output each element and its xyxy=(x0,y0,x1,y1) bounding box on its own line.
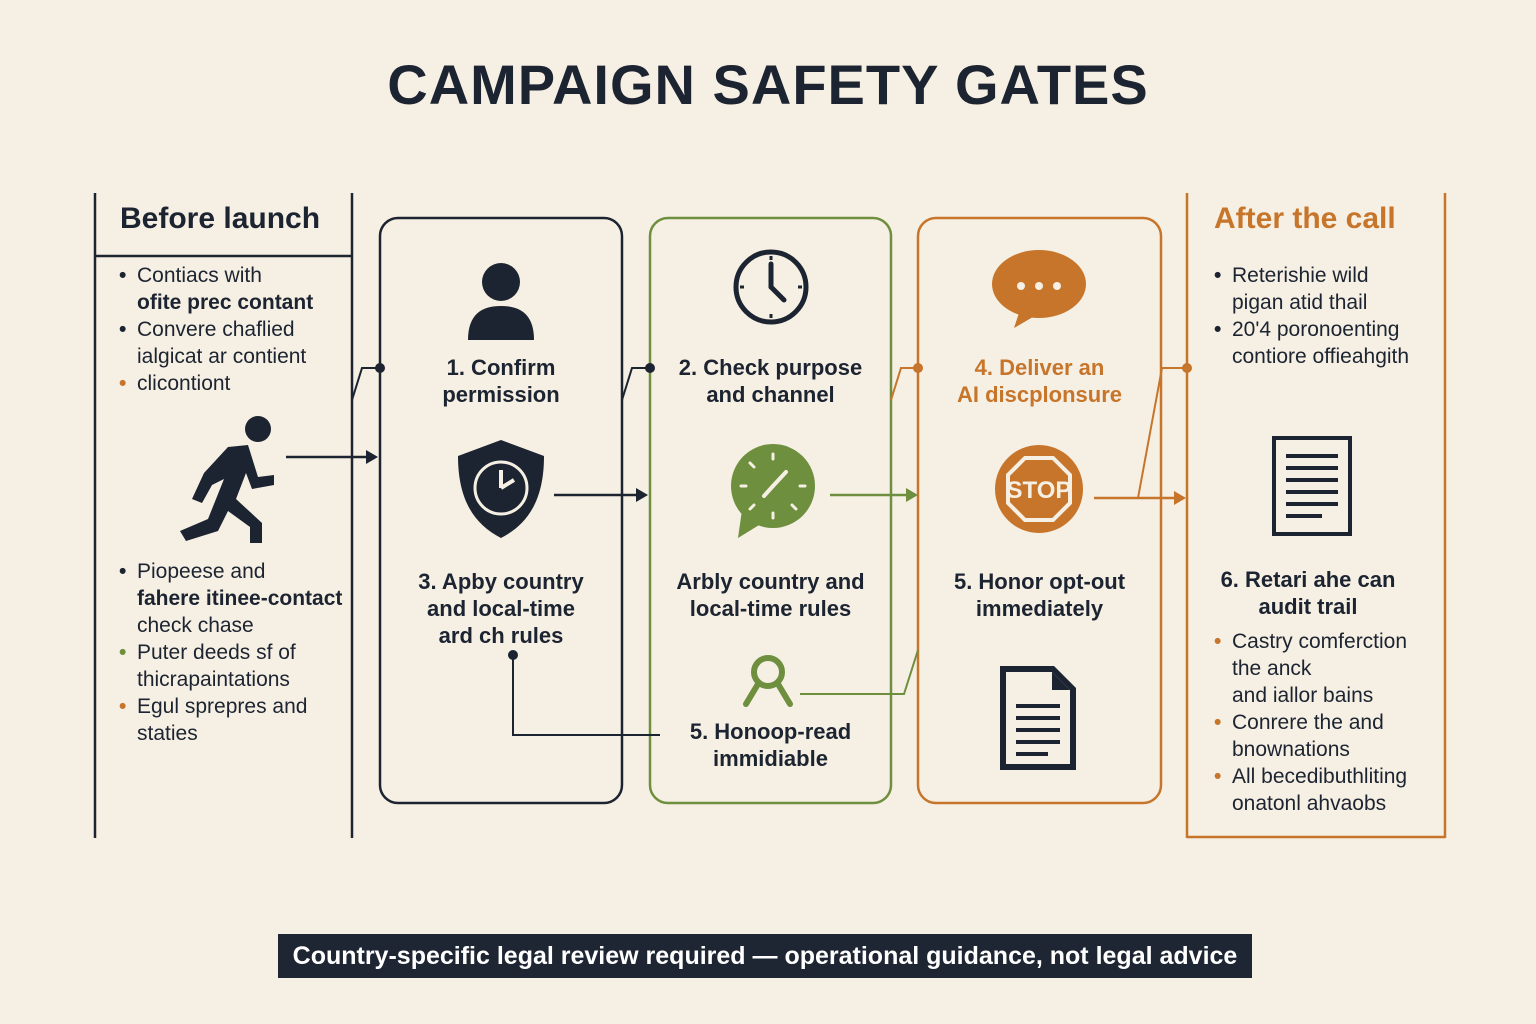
bullet-item: • Puter deeds sf of thicrapaintations xyxy=(115,639,355,693)
shield-clock-icon xyxy=(458,440,544,538)
page-title: CAMPAIGN SAFETY GATES xyxy=(387,53,1149,116)
bullet-dot: • xyxy=(1214,765,1222,788)
bullet-line: Puter deeds sf of xyxy=(137,641,296,664)
bullet-line: All becedibuthliting xyxy=(1232,765,1408,788)
bullet-line: thicrapaintations xyxy=(137,668,290,691)
bullet-item: • Reterishie wild pigan atid thail xyxy=(1210,262,1440,316)
bullet-dot: • xyxy=(119,695,127,718)
gate-2-step-middle: Arbly country and local-time rules xyxy=(676,569,865,621)
bullet-line: Contiacs with xyxy=(137,264,262,287)
bullet-item: • Convere chaflied ialgicat ar contient xyxy=(115,316,350,370)
stop-sign-text: STOP xyxy=(1007,477,1072,504)
bullet-line: staties xyxy=(137,722,198,745)
connector-1 xyxy=(351,367,380,401)
gate-2-step-top: 2. Check purpose and channel xyxy=(678,355,863,407)
bullet-line: ialgicat ar contient xyxy=(137,345,307,368)
bullet-line: fahere itinee-contact xyxy=(137,587,343,610)
stop-sign-icon: STOP xyxy=(995,445,1083,533)
bullet-item: • All becedibuthliting onatonl ahvaobs xyxy=(1210,763,1442,817)
bullet-line: ofite prec contant xyxy=(137,291,314,314)
bullet-line: Convere chaflied xyxy=(137,318,295,341)
after-bullets-top: • Reterishie wild pigan atid thail • 20'4 po… xyxy=(1210,262,1440,370)
bullet-item: • 20'4 poronoenting contiore offieahgith xyxy=(1210,316,1440,370)
bullet-line: clicontiont xyxy=(137,372,231,395)
bullet-line: 20'4 poronoenting xyxy=(1232,318,1400,341)
bullet-item: • Egul sprepres and staties xyxy=(115,693,355,747)
bullet-line: Egul sprepres and xyxy=(137,695,308,718)
bullet-line: bnownations xyxy=(1232,738,1350,761)
connector-3 xyxy=(890,367,918,401)
legal-disclaimer-banner: Country-specific legal review required —… xyxy=(278,934,1252,978)
bullet-dot: • xyxy=(119,318,127,341)
bullet-line: Reterishie wild xyxy=(1232,264,1369,287)
clock-icon xyxy=(733,249,809,325)
bullet-item: • clicontiont xyxy=(115,370,350,397)
connector-2 xyxy=(621,367,650,401)
gate-2-box xyxy=(648,216,893,805)
timer-chat-icon xyxy=(731,444,815,538)
bullet-dot: • xyxy=(1214,630,1222,653)
bullet-line: and iallor bains xyxy=(1232,684,1374,707)
bullet-item: • Piopeese and fahere itinee-contact check … xyxy=(115,558,355,639)
gate-1-box xyxy=(378,216,624,805)
key-icon xyxy=(743,655,793,707)
gate-2-step-bottom: 5. Honoop-read immidiable xyxy=(660,718,881,772)
bullet-line: Conrere the and xyxy=(1232,711,1384,734)
before-bullets-top: • Contiacs with ofite prec contant • Convere… xyxy=(115,262,350,397)
person-icon xyxy=(468,263,534,340)
bullet-item: • Conrere the and bnownations xyxy=(1210,709,1442,763)
bullet-dot: • xyxy=(119,372,127,395)
bullet-item: • Castry comferction the anck and iallor ba… xyxy=(1210,628,1442,709)
bullet-dot: • xyxy=(1214,711,1222,734)
gate-3-step-top: 4. Deliver an AI discplonsure xyxy=(956,355,1123,407)
key-connector xyxy=(800,649,919,695)
before-heading: Before launch xyxy=(120,202,321,235)
bullet-line: pigan atid thail xyxy=(1232,291,1368,314)
bullet-line: check chase xyxy=(137,614,254,637)
loop-connector xyxy=(512,655,680,736)
after-step: 6. Retari ahe can audit trail xyxy=(1220,567,1396,619)
bullet-line: the anck xyxy=(1232,657,1312,680)
bullet-line: Castry comferction xyxy=(1232,630,1408,653)
after-bullets-bottom: • Castry comferction the anck and iallor ba… xyxy=(1210,628,1442,817)
gate-3-step-bottom: 5. Honor opt-out immediately xyxy=(953,569,1126,621)
bullet-line: contiore offieahgith xyxy=(1232,345,1410,368)
after-heading: After the call xyxy=(1214,202,1396,235)
gate-3-box xyxy=(916,216,1163,805)
document-icon xyxy=(1000,666,1076,770)
bullet-dot: • xyxy=(119,264,127,287)
connector-2-dot xyxy=(645,363,655,373)
connector-4 xyxy=(1137,367,1187,499)
bullet-dot: • xyxy=(119,641,127,664)
bullet-dot: • xyxy=(119,560,127,583)
connector-1-dot xyxy=(375,363,385,373)
bullet-dot: • xyxy=(1214,318,1222,341)
audit-document-icon xyxy=(1272,436,1352,536)
bullet-item: • Contiacs with ofite prec contant xyxy=(115,262,350,316)
connector-4-dot xyxy=(1182,363,1192,373)
connector-3-dot xyxy=(913,363,923,373)
gate-1-step-bottom: 3. Apby country and local-time ard ch ru… xyxy=(418,569,584,648)
chat-bubble-icon xyxy=(992,250,1086,328)
bullet-line: Piopeese and xyxy=(137,560,266,583)
running-person-icon xyxy=(180,416,274,543)
bullet-dot: • xyxy=(1214,264,1222,287)
bullet-line: onatonl ahvaobs xyxy=(1232,792,1387,815)
before-bullets-bottom: • Piopeese and fahere itinee-contact check … xyxy=(115,558,355,747)
gate-1-step-top: 1. Confirm permission xyxy=(442,355,560,407)
